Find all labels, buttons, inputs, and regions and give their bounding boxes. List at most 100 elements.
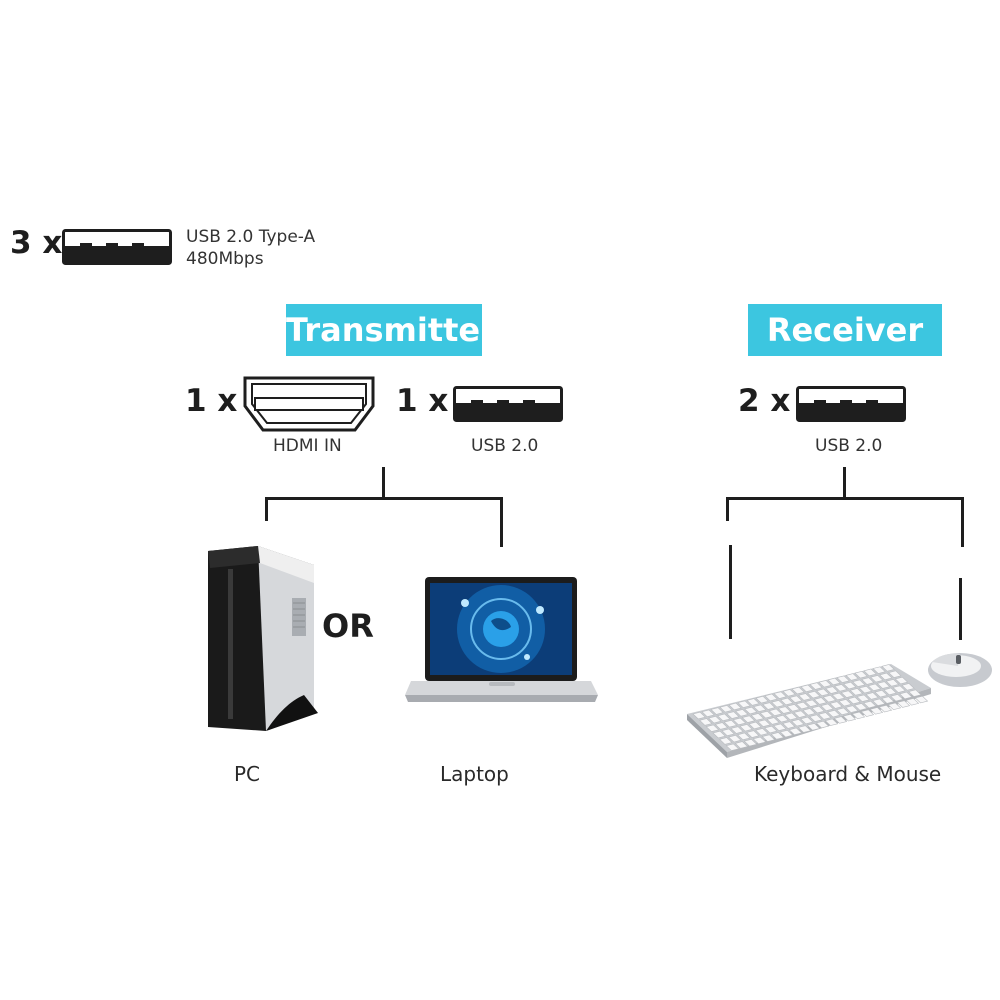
pc-label: PC (234, 762, 261, 786)
keyboard-key (851, 711, 866, 720)
keyboard-key (825, 686, 839, 694)
keyboard-key (743, 738, 758, 747)
keyboard-key (869, 707, 884, 715)
keyboard-key (786, 704, 801, 712)
keyboard-key (892, 685, 906, 693)
keyboard-key (840, 690, 855, 698)
keyboard-key (750, 713, 765, 721)
keyboard-key (741, 715, 756, 723)
keyboard-key (734, 741, 749, 749)
pc-tower-icon (208, 546, 318, 731)
keyboard-key (732, 717, 747, 726)
keyboard-key (744, 706, 758, 715)
keyboard-key (813, 697, 828, 705)
keyboard-key (865, 692, 879, 700)
keyboard-key (777, 706, 792, 714)
keyboard-key (879, 672, 893, 681)
tx-connector-right (500, 497, 503, 547)
keyboard-key (726, 711, 740, 719)
tx-usb-count: 1 x (396, 383, 449, 419)
keyboard-key (878, 704, 893, 713)
keyboard-key (802, 708, 816, 716)
keyboard-key (712, 730, 726, 739)
keyboard-key (847, 696, 861, 705)
keyboard-key (746, 730, 760, 738)
legend-count: 3 x (10, 225, 63, 261)
keyboard-key (899, 691, 913, 700)
keyboard-key (818, 712, 832, 720)
keyboard-key (820, 703, 834, 712)
keyboard-key (863, 668, 877, 677)
usb-a-port-icon (453, 386, 563, 422)
keyboard-key (856, 694, 870, 702)
keyboard-key (845, 705, 859, 713)
hdmi-count: 1 x (185, 383, 238, 419)
keyboard-mouse-label: Keyboard & Mouse (754, 762, 942, 786)
keyboard-key (730, 726, 744, 734)
keyboard-key (807, 690, 821, 699)
keyboard-key (816, 688, 830, 697)
keyboard-key (791, 719, 805, 727)
laptop-icon (405, 577, 598, 702)
rx-connector-stem (843, 467, 846, 499)
keyboard-key (852, 679, 866, 687)
keyboard-key (800, 684, 814, 693)
keyboard-key (858, 685, 873, 694)
keyboard-key (719, 737, 733, 745)
keyboard-key (894, 676, 909, 685)
laptop-label: Laptop (440, 762, 509, 786)
keyboard-key (755, 695, 769, 704)
keyboard-key (764, 725, 778, 734)
keyboard-key (782, 721, 796, 729)
keyboard-key (809, 682, 823, 690)
keyboard-key (770, 732, 785, 740)
keyboard-key (811, 705, 825, 714)
transmitter-banner: Transmitter (286, 304, 496, 356)
keyboard-key (849, 688, 864, 696)
keyboard-key (761, 734, 776, 742)
keyboard-key (863, 700, 877, 709)
receiver-banner: Receiver (748, 304, 942, 356)
keyboard-key (797, 725, 812, 733)
keyboard-key (831, 692, 846, 701)
keyboard-key (766, 717, 780, 725)
keyboard-key (905, 698, 920, 706)
keyboard-key (806, 723, 821, 731)
mouse-icon (928, 653, 992, 687)
keyboard-key (872, 666, 886, 674)
keyboard-key (842, 713, 857, 722)
keyboard-key (870, 675, 884, 683)
keyboard-key (888, 670, 902, 678)
keyboard-icon (687, 664, 931, 758)
keyboard-key (717, 713, 731, 722)
keyboard-key (699, 718, 713, 726)
keyboard-key (757, 719, 771, 727)
keyboard-key (885, 679, 900, 687)
keyboard-key (867, 683, 882, 692)
keyboard-key (737, 700, 751, 708)
keyboard-key (773, 723, 787, 731)
usb-a-port-icon (62, 229, 172, 265)
or-label: OR (322, 607, 374, 645)
keyboard-key (860, 709, 875, 717)
keyboard-key (800, 716, 814, 725)
keyboard-key (784, 712, 798, 721)
keyboard-key (762, 702, 776, 710)
mouse-lead (959, 578, 962, 640)
rx-usb-count: 2 x (738, 383, 791, 419)
keyboard-key (829, 701, 843, 709)
keyboard-key (789, 695, 803, 703)
keyboard-key (771, 700, 785, 708)
keyboard-key (773, 691, 787, 699)
keyboard-key (710, 707, 724, 715)
keyboard-key (725, 743, 740, 751)
keyboard-key (759, 710, 774, 719)
hdmi-port-icon (243, 376, 375, 432)
tx-connector-left (265, 497, 268, 521)
keyboard-key (791, 686, 805, 695)
keyboard-key (836, 675, 850, 683)
rx-connector-left (726, 497, 729, 521)
keyboard-key (755, 728, 769, 736)
keyboard-key (818, 680, 832, 688)
tx-connector-stem (382, 467, 385, 499)
